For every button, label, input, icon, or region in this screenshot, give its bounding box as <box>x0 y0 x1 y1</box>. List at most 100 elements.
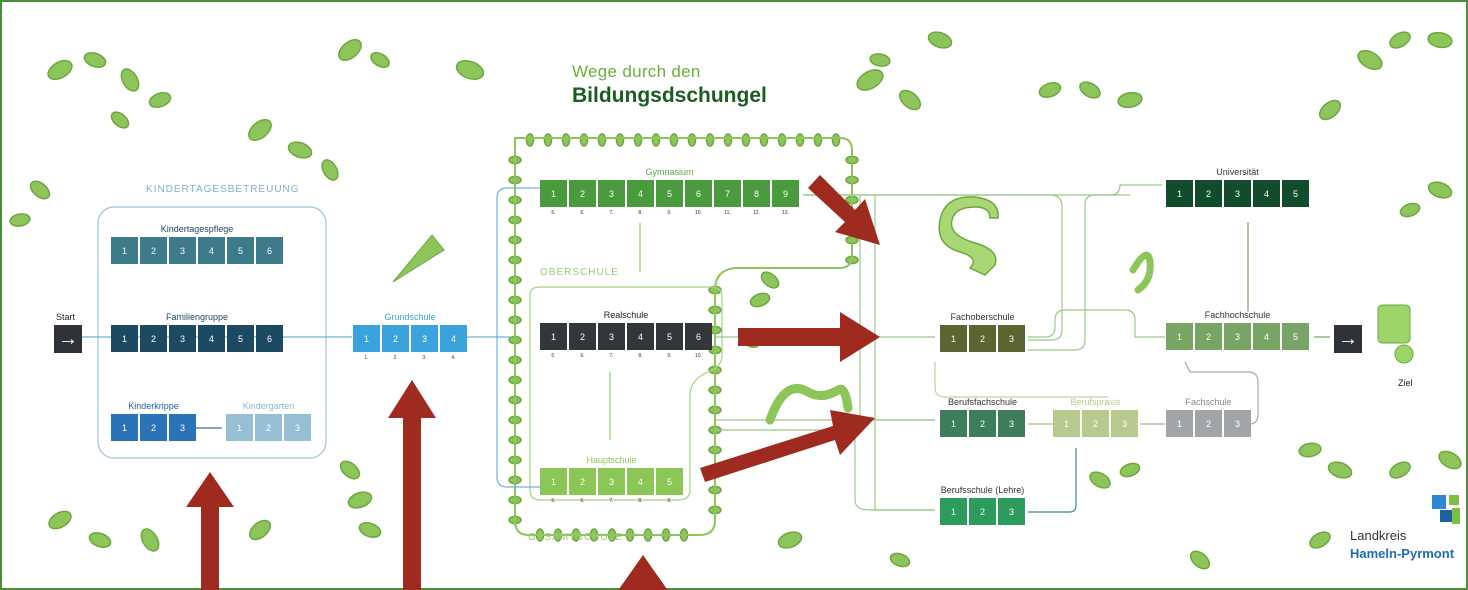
red-arrow-kita <box>186 472 234 590</box>
leaf-decoration <box>1427 31 1453 49</box>
hauptschule-title: Hauptschule <box>586 455 637 465</box>
leaf-decoration <box>338 38 362 62</box>
red-arrow-grundschule <box>388 380 436 590</box>
hauptschule-cell-1: 1 <box>540 468 567 495</box>
fachhochschule-cell-1: 1 <box>1166 323 1193 350</box>
leaf-decoration <box>339 460 361 480</box>
leaf-decoration <box>831 133 841 147</box>
leaf-decoration <box>760 271 780 289</box>
berufspraxis-cell-1: 1 <box>1053 410 1080 437</box>
hauptschule-cell-3: 3 <box>598 468 625 495</box>
fachhochschule-title: Fachhochschule <box>1204 310 1271 320</box>
leaf-decoration <box>1318 99 1342 121</box>
snake-decoration <box>938 196 999 276</box>
leaf-decoration <box>1389 461 1411 479</box>
red-arrows <box>186 175 880 590</box>
leaf-decoration <box>248 118 272 142</box>
fachhochschule-cell-5: 5 <box>1282 323 1309 350</box>
logo-line1: Landkreis <box>1350 528 1407 543</box>
leaf-decoration <box>543 133 553 147</box>
logo-mark <box>1432 495 1460 524</box>
gesamtschule-vine-frame <box>514 137 853 536</box>
universitaet-cell-3: 3 <box>1224 180 1251 207</box>
gymnasium-grade-label: 5. <box>551 210 556 216</box>
familiengruppe-title: Familiengruppe <box>165 312 229 322</box>
kindertagespflege-cell-3: 3 <box>169 237 196 264</box>
realschule-cell-2: 2 <box>569 323 596 350</box>
realschule-grade-label: 7. <box>609 353 614 359</box>
universitaet-cell-4: 4 <box>1253 180 1280 207</box>
leaf-decoration <box>615 133 625 147</box>
gymnasium-cell-5: 5 <box>656 180 683 207</box>
leaf-decoration <box>856 69 884 91</box>
leaf-decoration <box>795 133 805 147</box>
familiengruppe-cell-4: 4 <box>198 325 225 352</box>
grundschule-grade-label: 3. <box>422 355 427 361</box>
kindertagespflege-title: Kindertagespflege <box>160 224 234 234</box>
hauptschule-grade-label: 6. <box>580 498 585 504</box>
hauptschule-cell-5: 5 <box>656 468 683 495</box>
leaf-decoration <box>120 68 140 92</box>
logo-line2: Hameln-Pyrmont <box>1350 546 1455 561</box>
kita-frame <box>97 206 327 459</box>
leaf-decoration <box>29 180 51 200</box>
leaf-decoration <box>927 31 953 49</box>
gymnasium-cell-8: 8 <box>743 180 770 207</box>
leaf-decoration <box>321 159 339 181</box>
red-arrow-hauptschule <box>700 410 875 482</box>
universitaet-title: Universität <box>1216 167 1259 177</box>
fachschule-cell-3: 3 <box>1224 410 1251 437</box>
leaf-decoration <box>47 59 73 81</box>
red-arrow-gesamtschule <box>618 555 668 590</box>
goal-label: Ziel <box>1398 378 1413 388</box>
leaf-decoration <box>347 491 373 509</box>
goal-scroll-icon <box>1377 304 1414 364</box>
gymnasium-grade-label: 9. <box>667 210 672 216</box>
berufsschule-cell-2: 2 <box>969 498 996 525</box>
grundschule-grade-label: 4. <box>451 355 456 361</box>
leaf-decoration <box>579 133 589 147</box>
berufspraxis-cell-2: 2 <box>1082 410 1109 437</box>
hauptschule-grade-label: 7. <box>609 498 614 504</box>
kinderkrippe-cell-2: 2 <box>140 414 167 441</box>
fachhochschule-cell-2: 2 <box>1195 323 1222 350</box>
leaf-decoration <box>88 531 112 549</box>
fachschule-cell-1: 1 <box>1166 410 1193 437</box>
leaf-decoration <box>633 133 643 147</box>
red-arrow-realschule <box>738 312 880 362</box>
leaf-decoration <box>83 51 107 69</box>
fachoberschule-title: Fachoberschule <box>950 312 1015 322</box>
leaf-decoration <box>705 133 715 147</box>
leaf-decoration <box>1427 181 1453 199</box>
berufsfachschule-title: Berufsfachschule <box>947 397 1018 407</box>
leaf-decoration <box>9 213 31 227</box>
familiengruppe-cell-3: 3 <box>169 325 196 352</box>
leaf-decoration <box>110 111 130 129</box>
leaf-decoration <box>1079 81 1101 99</box>
familiengruppe-cell-5: 5 <box>227 325 254 352</box>
fachoberschule-cell-2: 2 <box>969 325 996 352</box>
realschule-grade-label: 10. <box>695 353 702 359</box>
leaf-decoration <box>1389 31 1411 49</box>
grundschule-cell-3: 3 <box>411 325 438 352</box>
leaf-decoration <box>869 53 891 67</box>
gymnasium-cell-2: 2 <box>569 180 596 207</box>
kinderkrippe-cell-1: 1 <box>111 414 138 441</box>
leaf-decoration <box>1189 550 1211 570</box>
leaf-decoration <box>1298 442 1322 458</box>
realschule-cell-4: 4 <box>627 323 654 350</box>
berufsfachschule-cell-1: 1 <box>940 410 967 437</box>
grundschule-grade-label: 1. <box>364 355 369 361</box>
leaf-decoration <box>669 133 679 147</box>
fachschule-cell-2: 2 <box>1195 410 1222 437</box>
gymnasium-grade-label: 13. <box>782 210 789 216</box>
